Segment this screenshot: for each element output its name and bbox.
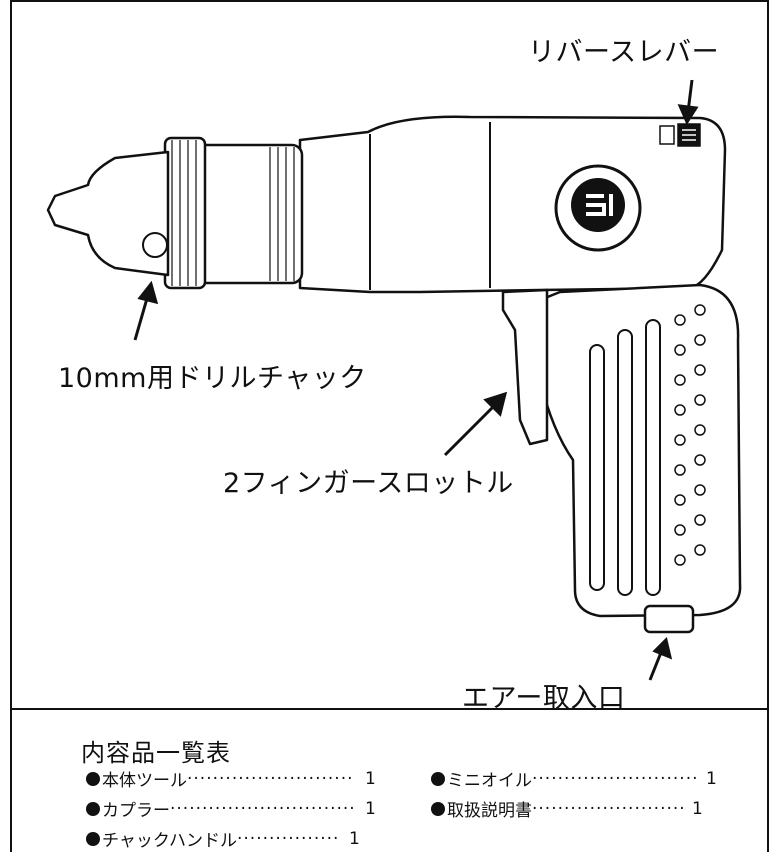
- contents-item: チャックハンドル ················ 1: [86, 826, 360, 851]
- throttle-label: 2フィンガースロットル: [223, 468, 514, 499]
- chuck-nose: [46, 150, 170, 277]
- drill-chuck-label: 10mm用ドリルチャック: [58, 363, 367, 394]
- item-qty: 1: [365, 768, 376, 789]
- callout-arrows: [133, 79, 699, 681]
- handle-grip: [538, 283, 742, 618]
- contents-item: ミニオイル ·························· 1: [431, 766, 717, 791]
- bullet-icon: [86, 801, 100, 816]
- bullet-icon: [431, 771, 445, 786]
- item-qty: 1: [692, 798, 703, 819]
- knurl-lines: [171, 140, 295, 286]
- throttle-trigger: [501, 288, 549, 446]
- item-name: カプラー: [102, 801, 170, 821]
- bullet-icon: [86, 771, 100, 786]
- contents-item: 本体ツール ·························· 1: [86, 766, 376, 791]
- air-drill-illustration: [46, 79, 742, 681]
- item-name: ミニオイル: [447, 771, 532, 791]
- figure-frame: [10, 0, 769, 852]
- section-divider: [10, 708, 769, 710]
- contents-item: カプラー ····························· 1: [86, 796, 376, 821]
- item-name: チャックハンドル: [102, 831, 237, 851]
- contents-item: 取扱説明書 ························ 1: [431, 796, 703, 821]
- air-inlet-label: エアー取入口: [462, 683, 626, 714]
- contents-title: 内容品一覧表: [81, 739, 231, 767]
- item-qty: 1: [706, 768, 717, 789]
- item-name: 本体ツール: [102, 771, 187, 791]
- bullet-icon: [431, 801, 445, 816]
- chuck-knurl: [163, 136, 207, 290]
- air-inlet: [643, 604, 695, 634]
- item-qty: 1: [365, 798, 376, 819]
- bullet-icon: [86, 831, 100, 846]
- reverse-lever-label: リバースレバー: [528, 37, 720, 68]
- reverse-lever: [659, 123, 701, 147]
- shinano-logo: [554, 164, 642, 252]
- item-name: 取扱説明書: [447, 801, 532, 821]
- grip-bumps: [674, 304, 706, 566]
- item-qty: 1: [348, 828, 360, 849]
